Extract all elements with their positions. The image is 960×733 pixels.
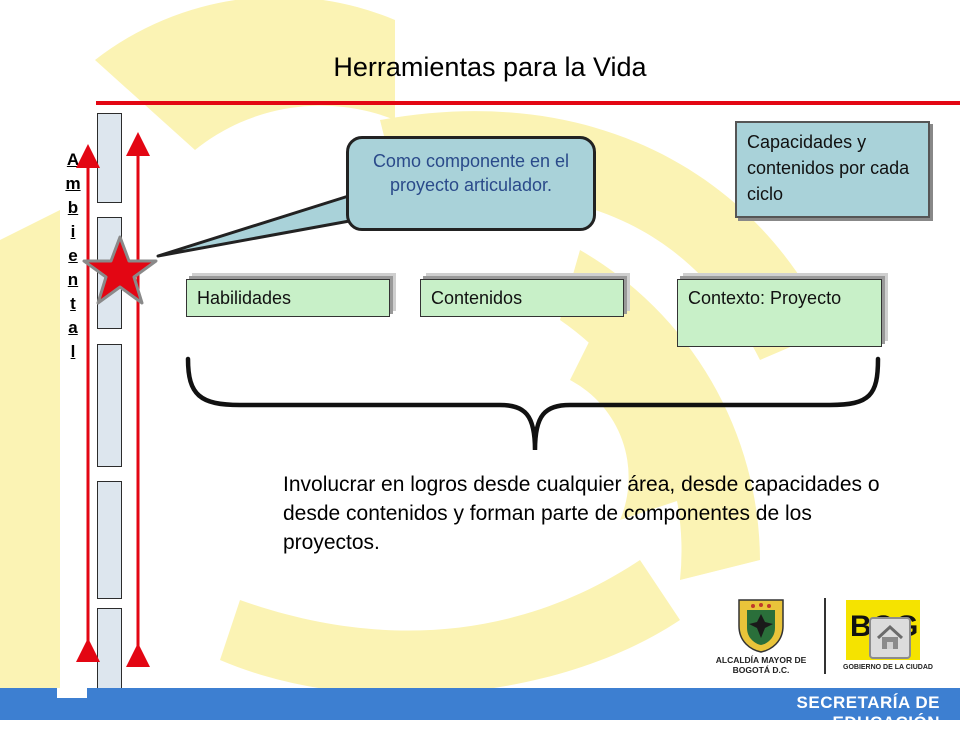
footer-white-block <box>57 688 87 698</box>
vertical-letter: b <box>67 198 79 217</box>
capacities-box: Capacidades y contenidos por cada ciclo <box>735 121 930 218</box>
vertical-letter: l <box>70 342 76 361</box>
vertical-block-3 <box>97 344 122 467</box>
vertical-letter: n <box>67 270 79 289</box>
box-contenidos: Contenidos <box>420 279 624 317</box>
coat-of-arms-icon <box>738 599 784 653</box>
alcaldia-caption: ALCALDÍA MAYOR DE BOGOTÁ D.C. <box>715 655 807 675</box>
bottom-description: Involucrar en logros desde cualquier áre… <box>283 473 880 554</box>
box-contexto: Contexto: Proyecto <box>677 279 882 347</box>
title-divider <box>96 101 960 105</box>
brace-icon <box>185 356 881 451</box>
box-habilidades: Habilidades <box>186 279 390 317</box>
vertical-letter: e <box>68 246 78 265</box>
logo-divider <box>824 598 826 674</box>
home-button[interactable] <box>869 617 911 659</box>
footer-band <box>0 688 960 720</box>
page-title: Herramientas para la Vida <box>333 52 647 82</box>
double-arrows <box>76 132 150 667</box>
vertical-letter: i <box>70 222 76 241</box>
callout-bubble: Como componente en el proyecto articulad… <box>346 136 596 231</box>
vertical-letter: t <box>70 294 76 313</box>
gobierno-caption: GOBIERNO DE LA CIUDAD <box>843 664 933 671</box>
callout-pointer <box>156 192 357 258</box>
home-icon <box>876 624 904 649</box>
vertical-letter: a <box>68 318 78 337</box>
star-icon <box>82 235 158 305</box>
footer-department: SECRETARÍA DE EDUCACIÓN <box>796 693 940 732</box>
